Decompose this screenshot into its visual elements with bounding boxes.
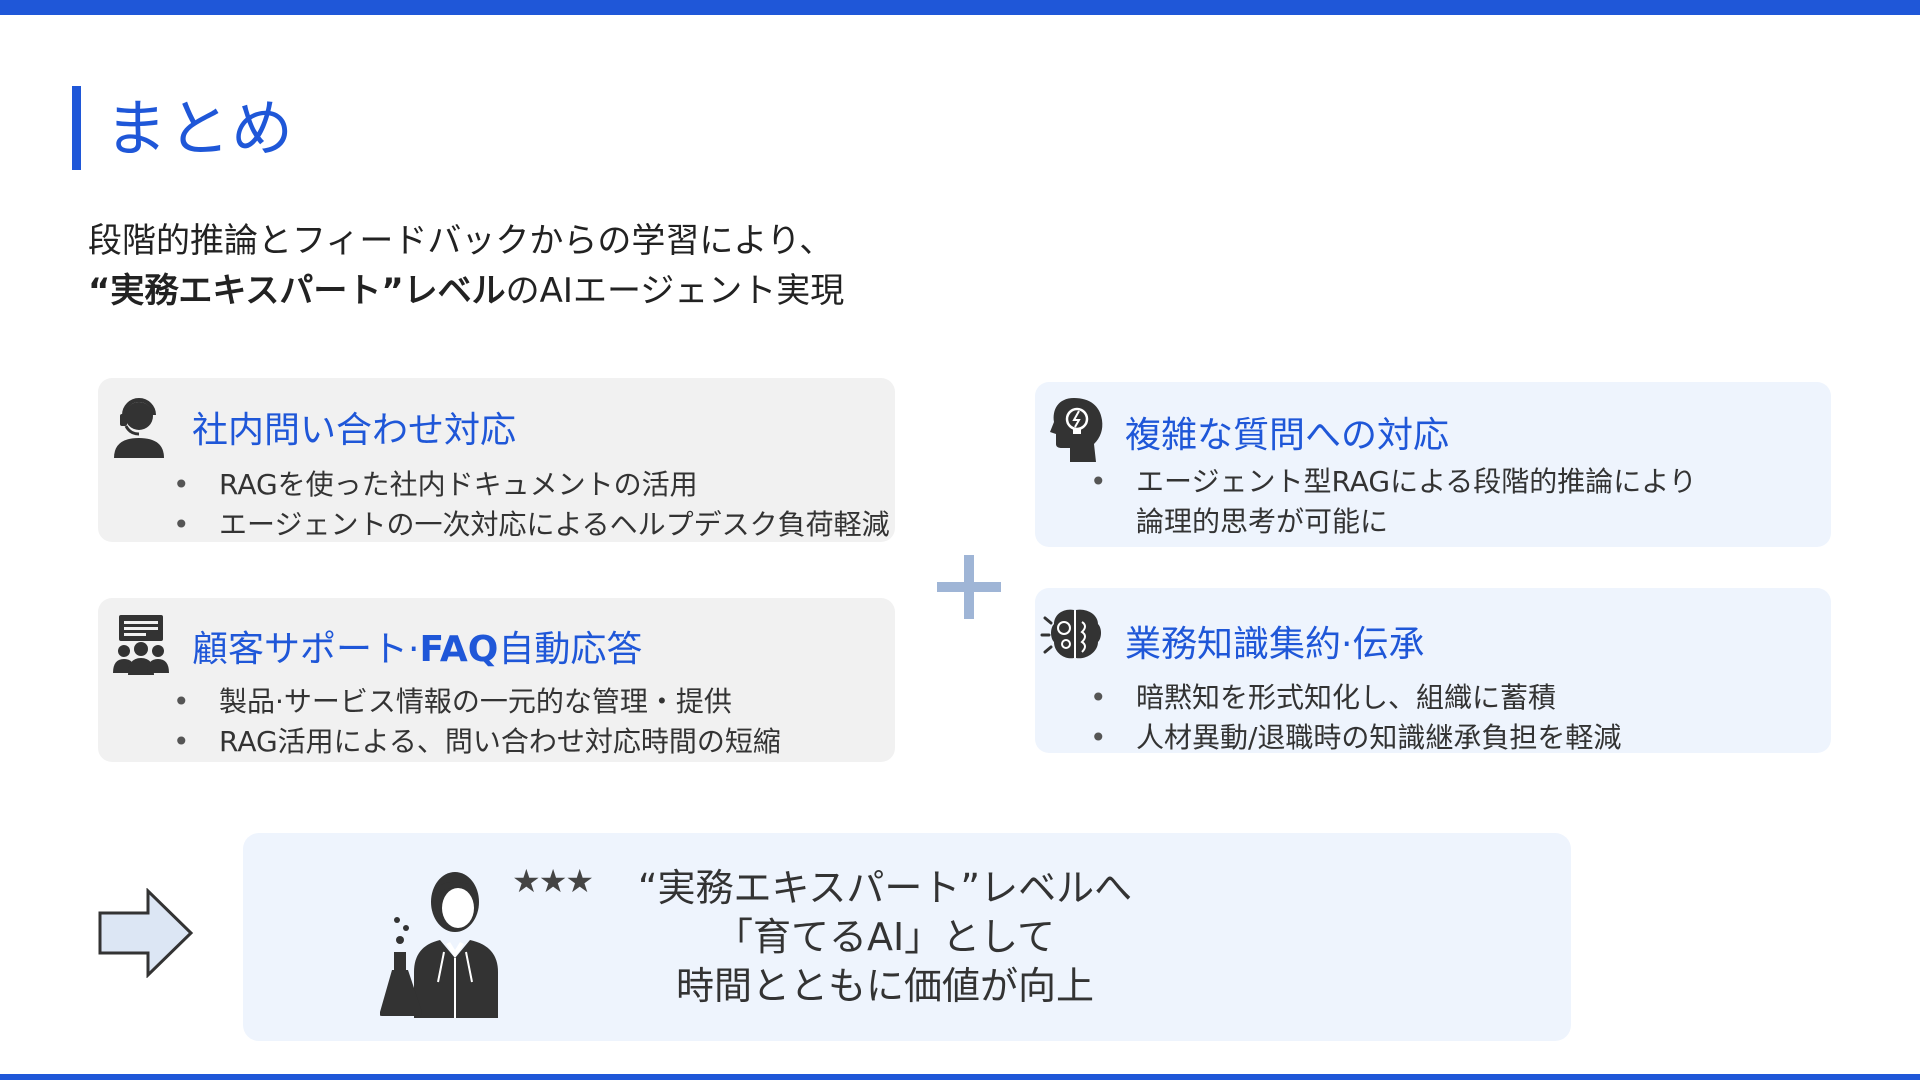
card-customer-bullets: 製品·サービス情報の一元的な管理・提供 RAG活用による、問い合わせ対応時間の短… <box>173 682 781 762</box>
head-lightbulb-icon <box>1050 398 1103 462</box>
list-item: RAGを使った社内ドキュメントの活用 <box>173 465 890 505</box>
page-title: まとめ <box>105 92 295 165</box>
card-knowledge-bullets: 暗黙知を形式知化し、組織に蓄積 人材異動/退職時の知識継承負担を軽減 <box>1090 678 1621 758</box>
list-item: 人材異動/退職時の知識継承負担を軽減 <box>1090 718 1621 758</box>
card-customer-title-suffix: 自動応答 <box>498 629 643 670</box>
plus-icon <box>937 555 1001 619</box>
result-text: “実務エキスパート”レベルへ 「育てるAI」として 時間とともに価値が向上 <box>600 864 1170 1011</box>
card-customer-title-prefix: 顧客サポート· <box>192 629 420 670</box>
card-customer-title: 顧客サポート·FAQ自動応答 <box>192 620 642 672</box>
title-accent-mark <box>72 86 81 170</box>
rating-stars: ★★★ <box>512 862 594 900</box>
presentation-group-icon <box>113 615 169 675</box>
bottom-accent-bar <box>0 1074 1920 1080</box>
head-brain-gear-icon <box>1040 609 1101 659</box>
lead-emphasis: “実務エキスパート”レベル <box>88 271 506 311</box>
list-item: 論理的思考が可能に <box>1136 505 1389 538</box>
list-item: エージェント型RAGによる段階的推論により <box>1090 462 1697 502</box>
lead-line-2-rest: のAIエージェント実現 <box>505 271 845 311</box>
card-customer-title-bold: FAQ <box>419 629 499 670</box>
card-knowledge-title: 業務知識集約·伝承 <box>1125 624 1425 665</box>
list-item: 製品·サービス情報の一元的な管理・提供 <box>173 682 781 722</box>
card-complex-title: 複雑な質問への対応 <box>1125 415 1450 456</box>
result-line-1: “実務エキスパート”レベルへ <box>637 866 1133 910</box>
lead-text: 段階的推論とフィードバックからの学習により、 “実務エキスパート”レベルのAIエ… <box>88 216 844 316</box>
card-complex-bullets: エージェント型RAGによる段階的推論により 論理的思考が可能に <box>1090 462 1697 542</box>
scientist-icon <box>380 872 498 1018</box>
lead-line-2: “実務エキスパート”レベルのAIエージェント実現 <box>88 266 844 316</box>
top-accent-bar <box>0 0 1920 15</box>
list-item: RAG活用による、問い合わせ対応時間の短縮 <box>173 722 781 762</box>
lead-line-1: 段階的推論とフィードバックからの学習により、 <box>88 221 834 261</box>
card-internal-bullets: RAGを使った社内ドキュメントの活用 エージェントの一次対応によるヘルプデスク負… <box>173 465 890 545</box>
result-line-3: 時間とともに価値が向上 <box>675 964 1094 1008</box>
card-internal-title: 社内問い合わせ対応 <box>192 410 517 451</box>
right-arrow-icon <box>98 888 194 978</box>
headset-person-icon <box>114 398 164 458</box>
list-item: 暗黙知を形式知化し、組織に蓄積 <box>1090 678 1621 718</box>
result-line-2: 「育てるAI」として <box>714 915 1056 959</box>
list-item: エージェントの一次対応によるヘルプデスク負荷軽減 <box>173 505 890 545</box>
